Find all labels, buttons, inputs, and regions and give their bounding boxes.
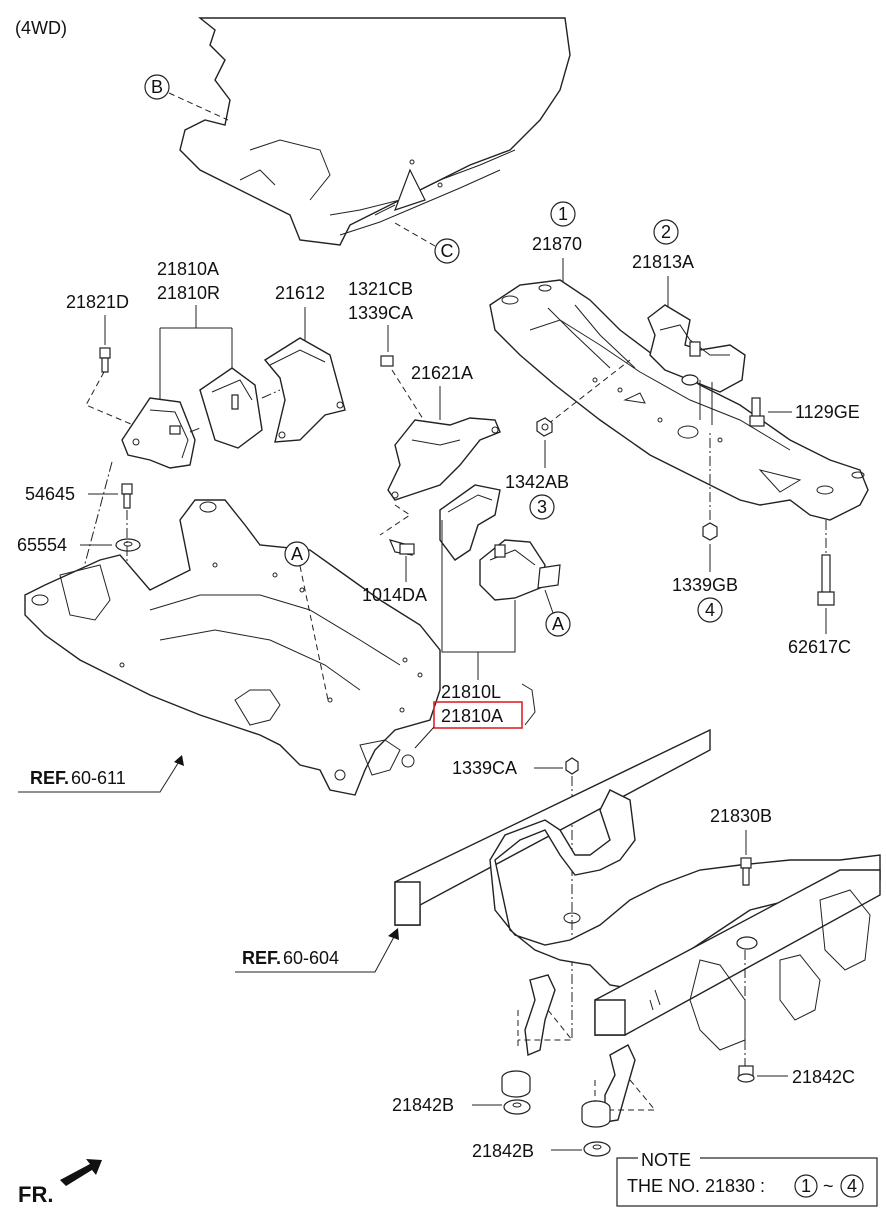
callout-c: C — [394, 222, 460, 264]
ref2-number: 60-604 — [283, 948, 339, 968]
bolt-54645 — [121, 483, 133, 509]
label-1339GB: 1339GB — [672, 575, 738, 595]
nut-1339GB — [702, 522, 718, 541]
note-range-from: 1 — [801, 1176, 811, 1196]
nut-1339CA-top — [380, 355, 394, 367]
engine-outline — [179, 17, 571, 246]
washer-65554 — [115, 538, 141, 552]
bolt-1129GE — [749, 397, 765, 427]
callout-b-label: B — [151, 77, 163, 97]
bushing-21842B-upper — [501, 1070, 531, 1098]
label-21813A: 21813A — [632, 252, 694, 272]
callout-a-left-label: A — [291, 544, 303, 564]
note-range-sep: ~ — [823, 1176, 834, 1196]
svg-text:REF.60-611: REF.60-611 — [30, 768, 126, 788]
front-direction-indicator: FR. — [18, 1159, 102, 1207]
ref1-prefix: REF. — [30, 768, 69, 788]
callout-1: 1 — [550, 201, 576, 227]
label-21842B-b: 21842B — [472, 1141, 534, 1161]
label-1014DA: 1014DA — [362, 585, 427, 605]
engine-mount-insulator-left — [121, 397, 196, 469]
engine-mount-bracket-21612 — [263, 337, 346, 443]
body-mount-bracket-left — [517, 974, 574, 1057]
callout-a-right-label: A — [552, 614, 564, 634]
front-arrow-icon — [60, 1159, 102, 1186]
label-1339CA-bottom: 1339CA — [452, 758, 517, 778]
label-1129GE: 1129GE — [795, 402, 860, 422]
callout-2-label: 2 — [661, 222, 671, 242]
front-label: FR. — [18, 1182, 53, 1207]
nut-1342AB — [536, 417, 553, 437]
note-text: THE NO. 21830 : — [627, 1176, 765, 1196]
ref1-number: 60-611 — [71, 768, 126, 788]
label-21810A-top: 21810A — [157, 259, 219, 279]
transmission-crossmember — [489, 279, 869, 521]
label-21810R: 21810R — [157, 283, 220, 303]
rear-mount-21813A — [647, 304, 746, 425]
bolt-21830B — [740, 857, 752, 886]
bracket-21621A — [387, 417, 501, 501]
note-range-to: 4 — [847, 1176, 857, 1196]
nut-1339CA-bottom — [565, 757, 579, 775]
label-1342AB: 1342AB — [505, 472, 569, 492]
engine-mount-bushing — [199, 367, 263, 449]
label-21621A: 21621A — [411, 363, 473, 383]
bolt-1014DA — [388, 539, 415, 556]
callout-c-label: C — [441, 241, 454, 261]
callout-3: 3 — [529, 494, 555, 520]
label-54645: 54645 — [25, 484, 75, 504]
label-62617C: 62617C — [788, 637, 851, 657]
label-65554: 65554 — [17, 535, 67, 555]
engine-mount-right — [439, 484, 561, 601]
label-1321CB: 1321CB — [348, 279, 413, 299]
note-box: NOTE THE NO. 21830 : 1 ~ 4 — [616, 1150, 878, 1207]
callout-b: B — [144, 74, 229, 121]
bushing-21842B-right-upper — [581, 1100, 611, 1128]
label-1339CA-top: 1339CA — [348, 303, 413, 323]
callout-4-label: 4 — [705, 600, 715, 620]
callout-2: 2 — [653, 219, 679, 245]
label-21842B-a: 21842B — [392, 1095, 454, 1115]
label-21821D: 21821D — [66, 292, 129, 312]
bolt-62617C — [817, 554, 835, 606]
front-crossmember — [24, 499, 441, 796]
bushing-21842B-a — [503, 1099, 531, 1115]
note-title: NOTE — [641, 1150, 691, 1170]
highlighted-part-21810A: 21810A — [433, 701, 523, 729]
bolt-21842C — [737, 1065, 755, 1083]
callout-4: 4 — [697, 597, 723, 623]
ref-60-611: REF.60-611 — [18, 755, 184, 793]
label-21810A-bottom: 21810A — [441, 706, 503, 726]
callout-3-label: 3 — [537, 497, 547, 517]
svg-text:REF.60-604: REF.60-604 — [242, 948, 339, 968]
label-21830B: 21830B — [710, 806, 772, 826]
label-21870: 21870 — [532, 234, 582, 254]
ref2-prefix: REF. — [242, 948, 281, 968]
label-21612: 21612 — [275, 283, 325, 303]
label-21810L: 21810L — [441, 682, 501, 702]
vehicle-frame — [394, 728, 881, 1051]
bolt-21821D — [85, 347, 146, 431]
highlight-box — [433, 701, 523, 729]
callout-a-right: A — [544, 589, 571, 637]
variant-label: (4WD) — [15, 18, 67, 38]
label-21842C: 21842C — [792, 1067, 855, 1087]
ref-60-604: REF.60-604 — [235, 928, 399, 973]
callout-a-left: A — [284, 541, 329, 701]
callout-1-label: 1 — [558, 204, 568, 224]
bushing-21842B-b — [583, 1141, 611, 1157]
